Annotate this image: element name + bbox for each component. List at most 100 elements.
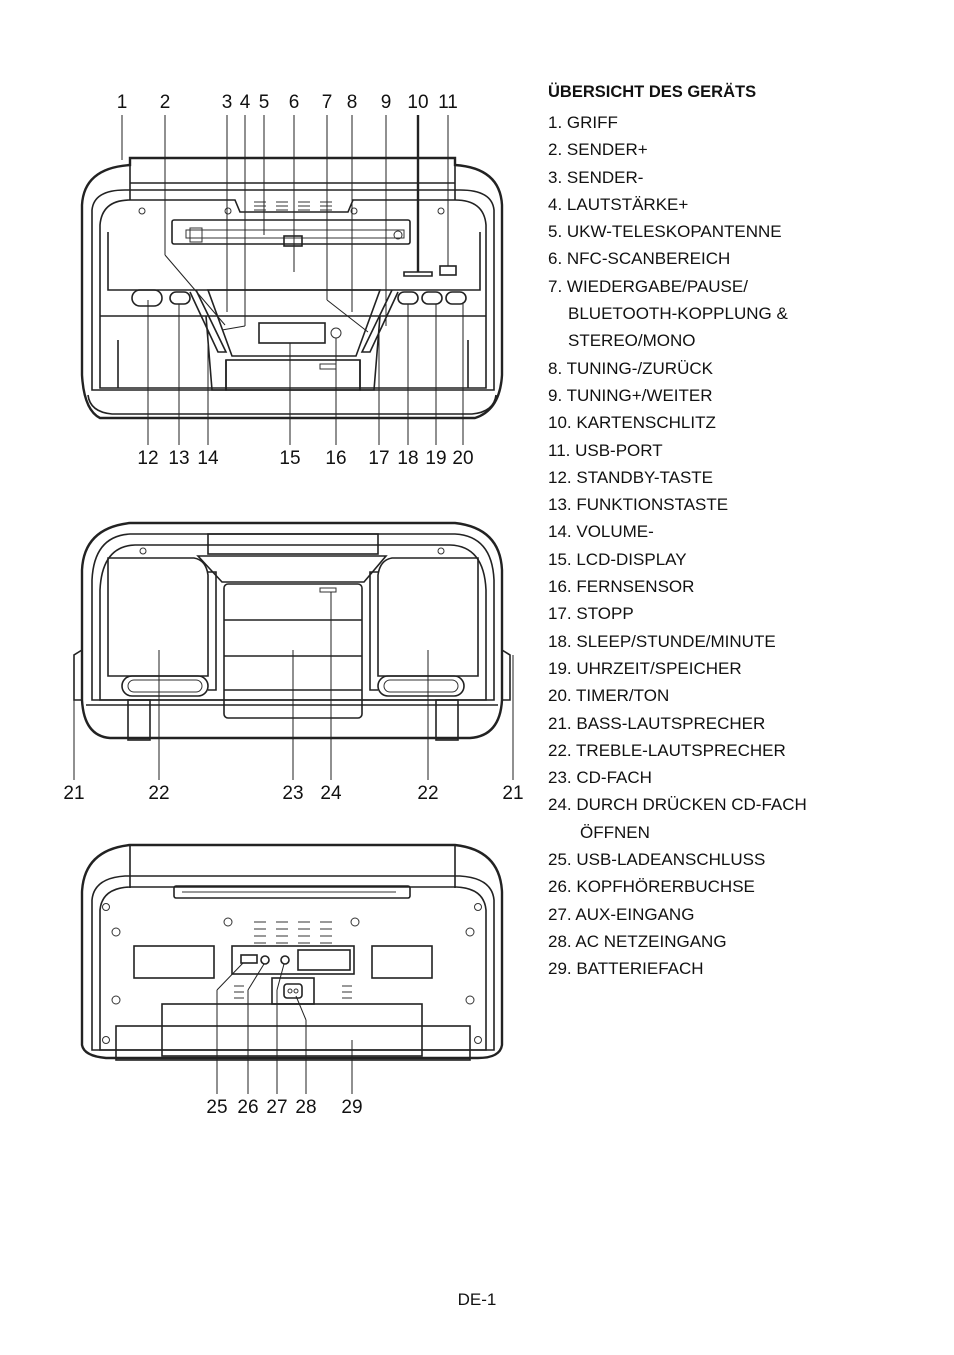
legend-item-label: 19. UHRZEIT/SPEICHER — [548, 658, 742, 678]
callout-9: 9 — [381, 92, 392, 113]
legend-item-continuation: STEREO/MONO — [568, 331, 696, 351]
legend-item-continuation: BLUETOOTH-KOPPLUNG & — [568, 304, 788, 324]
legend-item: 13. FUNKTIONSTASTE — [548, 491, 948, 518]
legend-item-label: 9. TUNING+/WEITER — [548, 385, 713, 405]
legend-item: 6. NFC-SCANBEREICH — [548, 245, 948, 272]
callout-1: 1 — [117, 92, 128, 113]
legend-item: 8. TUNING-/ZURÜCK — [548, 355, 948, 382]
callout-20: 20 — [452, 448, 473, 469]
callout-21-right: 21 — [502, 783, 523, 804]
callout-5: 5 — [259, 92, 270, 113]
callout-4: 4 — [240, 92, 251, 113]
legend-item-label: 12. STANDBY-TASTE — [548, 467, 714, 487]
legend-item-label: 21. BASS-LAUTSPRECHER — [548, 713, 766, 733]
callout-12: 12 — [137, 448, 158, 469]
callout-7: 7 — [322, 92, 333, 113]
legend-item: 4. LAUTSTÄRKE+ — [548, 191, 948, 218]
callout-2: 2 — [160, 92, 171, 113]
callout-14: 14 — [197, 448, 219, 469]
legend-item-label: 4. LAUTSTÄRKE+ — [548, 194, 689, 214]
callout-10: 10 — [407, 92, 428, 113]
legend-item: 12. STANDBY-TASTE — [548, 464, 948, 491]
legend-item: 9. TUNING+/WEITER — [548, 382, 948, 409]
callout-19: 19 — [425, 448, 446, 469]
callout-23: 23 — [282, 783, 303, 804]
callout-27: 27 — [266, 1097, 287, 1118]
callout-21-left: 21 — [63, 783, 84, 804]
callout-8: 8 — [347, 92, 358, 113]
callout-18: 18 — [397, 448, 418, 469]
legend-item-label: 29. BATTERIEFACH — [548, 959, 704, 979]
legend-item: 20. TIMER/TON — [548, 682, 948, 709]
legend-item: 25. USB-LADEANSCHLUSS — [548, 846, 948, 873]
legend-item: 11. USB-PORT — [548, 437, 948, 464]
legend-item: 18. SLEEP/STUNDE/MINUTE — [548, 628, 948, 655]
legend-item: 10. KARTENSCHLITZ — [548, 409, 948, 436]
callout-29: 29 — [341, 1097, 362, 1118]
legend-item-label: 3. SENDER- — [548, 167, 644, 187]
device-legend: ÜBERSICHT DES GERÄTS 1. GRIFF 2. SENDER+ 3… — [548, 82, 948, 983]
legend-item: 23. CD-FACH — [548, 764, 948, 791]
callout-22-left: 22 — [148, 783, 169, 804]
legend-item-label: 2. SENDER+ — [548, 140, 648, 160]
legend-item-continuation: ÖFFNEN — [580, 822, 650, 842]
callout-26: 26 — [237, 1097, 258, 1118]
legend-item-label: 26. KOPFHÖRERBUCHSE — [548, 877, 755, 897]
callout-22-right: 22 — [417, 783, 438, 804]
legend-item-label: 7. WIEDERGABE/PAUSE/ — [548, 276, 748, 296]
legend-item-label: 10. KARTENSCHLITZ — [548, 413, 716, 433]
legend-item-label: 5. UKW-TELESKOPANTENNE — [548, 222, 782, 242]
legend-item: 16. FERNSENSOR — [548, 573, 948, 600]
legend-item-label: 28. AC NETZEINGANG — [548, 931, 727, 951]
callout-6: 6 — [289, 92, 300, 113]
legend-item: 3. SENDER- — [548, 164, 948, 191]
callout-15: 15 — [279, 448, 300, 469]
legend-item-label: 13. FUNKTIONSTASTE — [548, 495, 729, 515]
callout-16: 16 — [325, 448, 346, 469]
device-overview-diagram: 1 2 3 4 5 6 7 8 9 10 11 12 13 14 15 16 1… — [63, 92, 524, 1118]
legend-item-label: 17. STOPP — [548, 604, 634, 624]
rear-view-figure: 25 26 27 28 29 — [80, 843, 504, 1118]
callout-3: 3 — [222, 92, 233, 113]
page-number: DE-1 — [457, 1290, 497, 1309]
legend-item-label: 24. DURCH DRÜCKEN CD-FACH — [548, 795, 807, 815]
legend-item-label: 16. FERNSENSOR — [548, 577, 695, 597]
legend-item-label: 25. USB-LADEANSCHLUSS — [548, 850, 766, 870]
callout-25: 25 — [206, 1097, 227, 1118]
legend-item-label: 6. NFC-SCANBEREICH — [548, 249, 731, 269]
legend-item: 5. UKW-TELESKOPANTENNE — [548, 218, 948, 245]
legend-item-label: 1. GRIFF — [548, 113, 618, 132]
legend-item: 7. WIEDERGABE/PAUSE/BLUETOOTH-KOPPLUNG &… — [548, 273, 948, 355]
legend-item-label: 18. SLEEP/STUNDE/MINUTE — [548, 631, 776, 651]
legend-item-label: 8. TUNING-/ZURÜCK — [548, 358, 713, 378]
legend-item: 21. BASS-LAUTSPRECHER — [548, 710, 948, 737]
front-top-callouts: 1 2 3 4 5 6 7 8 9 10 11 — [117, 92, 458, 113]
legend-item: 29. BATTERIEFACH — [548, 955, 948, 982]
legend-item: 2. SENDER+ — [548, 136, 948, 163]
legend-item-label: 27. AUX-EINGANG — [548, 904, 695, 924]
callout-11: 11 — [438, 92, 458, 113]
callout-17: 17 — [368, 448, 389, 469]
legend-item: 15. LCD-DISPLAY — [548, 546, 948, 573]
callout-28: 28 — [295, 1097, 316, 1118]
legend-item: 28. AC NETZEINGANG — [548, 928, 948, 955]
front-bottom-callouts: 12 13 14 15 16 17 18 19 20 — [137, 448, 473, 469]
legend-item: 14. VOLUME- — [548, 518, 948, 545]
legend-item: 24. DURCH DRÜCKEN CD-FACH ÖFFNEN — [548, 791, 948, 846]
legend-item-label: 23. CD-FACH — [548, 768, 652, 788]
front-view-figure: 1 2 3 4 5 6 7 8 9 10 11 12 13 14 15 16 1… — [80, 92, 504, 469]
legend-item: 22. TREBLE-LAUTSPRECHER — [548, 737, 948, 764]
legend-item: 27. AUX-EINGANG — [548, 901, 948, 928]
legend-item-label: 22. TREBLE-LAUTSPRECHER — [548, 740, 786, 760]
legend-item: 26. KOPFHÖRERBUCHSE — [548, 873, 948, 900]
legend-title: ÜBERSICHT DES GERÄTS — [548, 83, 757, 101]
legend-item-label: 11. USB-PORT — [548, 440, 663, 460]
callout-13: 13 — [168, 448, 189, 469]
legend-item: 19. UHRZEIT/SPEICHER — [548, 655, 948, 682]
legend-item-label: 20. TIMER/TON — [548, 686, 670, 706]
legend-item-label: 15. LCD-DISPLAY — [548, 549, 687, 569]
legend-item: 1. GRIFF — [548, 109, 948, 136]
legend-item: 17. STOPP — [548, 600, 948, 627]
legend-list: 1. GRIFF 2. SENDER+ 3. SENDER- 4. LAUTSTÄRK… — [548, 109, 948, 983]
speaker-view-figure: 21 22 23 24 22 21 — [63, 521, 524, 804]
